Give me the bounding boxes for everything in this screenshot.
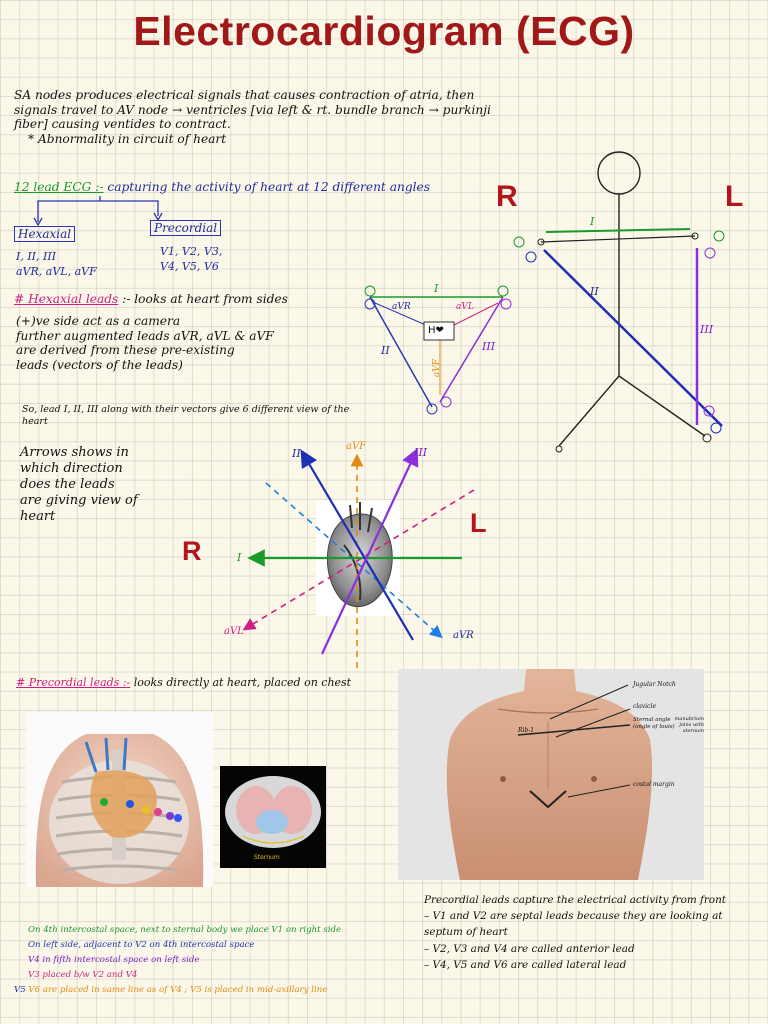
placement-v5-label: V5 bbox=[14, 985, 26, 995]
hexaxial-desc: :- looks at heart from sides bbox=[122, 292, 288, 306]
placement-v1: On 4th intercostal space, next to sterna… bbox=[28, 925, 342, 935]
precordial-box: Precordial bbox=[150, 220, 222, 236]
hexaxial-heading-line: # Hexaxial leads :- looks at heart from … bbox=[14, 292, 288, 306]
axis-avf: aVF bbox=[346, 441, 367, 452]
placement-v5-v6: V5 V6 are placed in same line as of V4 ;… bbox=[14, 983, 418, 998]
intro-line: fiber] causing ventides to contract. bbox=[14, 117, 231, 131]
intro-note: * Abnormality in circuit of heart bbox=[28, 131, 227, 146]
axis-lead-i: I bbox=[237, 551, 242, 564]
triangle-avr: aVR bbox=[392, 302, 411, 312]
axis-avr: aVR bbox=[453, 630, 474, 641]
capture-line: Precordial leads capture the electrical … bbox=[424, 894, 726, 906]
axis-lead-iii: III bbox=[414, 446, 428, 459]
capture-line: – V4, V5 and V6 are called lateral lead bbox=[424, 958, 627, 971]
label-costal-margin: costal margin bbox=[633, 781, 675, 788]
page-title: Electrocardiogram (ECG) bbox=[133, 8, 635, 54]
intro-line: SA nodes produces electrical signals tha… bbox=[14, 88, 475, 102]
chest-skeleton-drawing bbox=[35, 734, 204, 887]
placement-v5-v6-text: V6 are placed in same line as of V4 ; V5… bbox=[28, 985, 328, 995]
stickman-lead-ii: II bbox=[590, 285, 599, 298]
placement-v2: On left side, adjacent to V2 on 4th inte… bbox=[28, 940, 255, 950]
label-rib-1: Rib-1 bbox=[518, 727, 535, 734]
hexaxial-heading: # Hexaxial leads bbox=[14, 292, 119, 306]
label-jugular-notch: Jugular Notch bbox=[633, 681, 676, 688]
precordial-desc: looks directly at heart, placed on chest bbox=[133, 676, 352, 689]
twelve-lead-line: 12 lead ECG :- capturing the activity of… bbox=[14, 180, 484, 195]
triangle-avl: aVL bbox=[456, 302, 474, 312]
precordial-placement-notes: On 4th intercostal space, next to sterna… bbox=[14, 923, 418, 998]
capture-line: – V2, V3 and V4 are called anterior lead bbox=[424, 942, 635, 955]
cross-section-label: Sternum bbox=[254, 854, 280, 861]
triangle-lead-iii: III bbox=[482, 340, 496, 353]
thorax-cross-section: Sternum bbox=[220, 766, 326, 868]
label-sternal-angle: Sternal angle (angle of louis) bbox=[633, 717, 675, 730]
arrows-note: Arrows shows in which direction does the… bbox=[20, 445, 180, 525]
label-clavicle: clavicle bbox=[633, 703, 656, 710]
hexaxial-body-line: are derived from these pre-existing bbox=[16, 343, 235, 357]
stickman-right-label: R bbox=[496, 180, 518, 213]
chest-lead-illustration bbox=[26, 712, 213, 887]
arrows-note-line: heart bbox=[20, 509, 56, 524]
precordial-leads-line: V4, V5, V6 bbox=[160, 260, 219, 273]
placement-v3: V3 placed b/w V2 and V4 bbox=[28, 970, 138, 980]
twelve-lead-label: 12 lead ECG :- bbox=[14, 180, 104, 194]
hexaxial-leads: I, II, III aVR, aVL, aVF bbox=[16, 249, 97, 279]
precordial-capture-notes: Precordial leads capture the electrical … bbox=[424, 892, 762, 973]
hexaxial-leads-line: I, II, III bbox=[16, 250, 57, 263]
hexaxial-body-line: further augmented leads aVR, aVL & aVF bbox=[16, 328, 274, 343]
triangle-lead-i: I bbox=[434, 282, 439, 295]
stickman-lead-iii: III bbox=[700, 323, 714, 336]
hexaxial-box: Hexaxial bbox=[14, 226, 76, 242]
placement-v4: V4 in fifth intercostal space on left si… bbox=[28, 955, 200, 965]
hexaxial-body-line: (+)ve side act as a camera bbox=[16, 314, 181, 328]
intro-line: signals travel to AV node → ventricles [… bbox=[14, 102, 491, 117]
cross-section-drawing bbox=[225, 776, 321, 848]
chest-landmarks-photo: Jugular Notch clavicle Sternal angle (an… bbox=[398, 669, 704, 880]
precordial-heading-line: # Precordial leads :- looks directly at … bbox=[16, 676, 351, 689]
six-views-line: So, lead I, II, III along with their vec… bbox=[22, 404, 350, 415]
arrows-note-line: which direction bbox=[20, 461, 123, 476]
axis-avl: aVL bbox=[224, 626, 244, 637]
precordial-leads: V1, V2, V3, V4, V5, V6 bbox=[160, 244, 222, 274]
capture-line: – V1 and V2 are septal leads because the… bbox=[424, 910, 723, 923]
stickman-lead-i: I bbox=[590, 215, 595, 228]
chest-photo-drawing bbox=[398, 669, 704, 880]
arrows-note-line: are giving view of bbox=[20, 493, 138, 508]
precordial-leads-line: V1, V2, V3, bbox=[160, 245, 223, 258]
stickman-left-label: L bbox=[725, 180, 744, 213]
arrows-note-line: Arrows shows in bbox=[20, 445, 129, 460]
triangle-heart: H❤ bbox=[428, 325, 444, 336]
twelve-lead-desc: capturing the activity of heart at 12 di… bbox=[107, 180, 430, 194]
axis-left-label: L bbox=[470, 508, 487, 538]
precordial-heading: # Precordial leads :- bbox=[16, 676, 131, 689]
intro-paragraph: SA nodes produces electrical signals tha… bbox=[14, 88, 554, 146]
six-views-line: heart bbox=[22, 416, 48, 427]
hexaxial-body-line: leads (vectors of the leads) bbox=[16, 357, 183, 372]
hexaxial-leads-line: aVR, aVL, aVF bbox=[16, 265, 97, 278]
six-views-note: So, lead I, II, III along with their vec… bbox=[22, 404, 442, 428]
label-manubrium: manubrium joins with sternum bbox=[674, 716, 704, 734]
axis-right-label: R bbox=[182, 536, 202, 566]
arrows-note-line: does the leads bbox=[20, 477, 115, 492]
hexaxial-body: (+)ve side act as a camera further augme… bbox=[16, 314, 356, 372]
capture-line: septum of heart bbox=[424, 926, 508, 939]
triangle-lead-ii: II bbox=[381, 344, 390, 357]
axis-lead-ii: II bbox=[292, 447, 301, 460]
